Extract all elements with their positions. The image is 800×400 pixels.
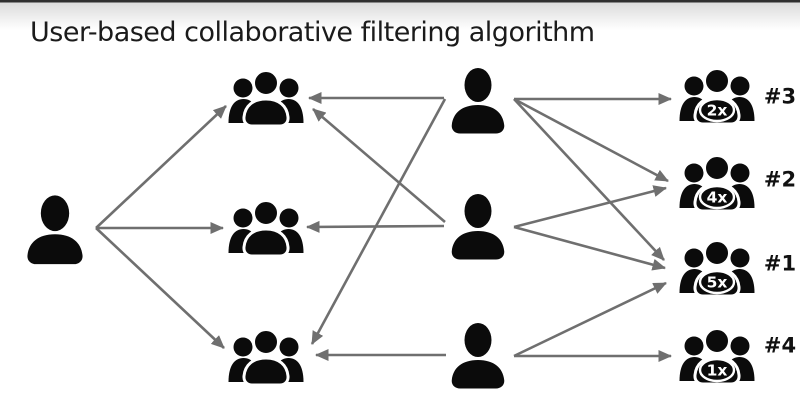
similarity-arrow: [513, 97, 669, 183]
recommended-group-3-group-icon: 5x: [679, 239, 755, 298]
similarity-arrow: [95, 227, 225, 349]
target-user-user-icon: [27, 195, 83, 265]
watch-count-label: 5x: [707, 274, 728, 292]
similarity-arrow: [95, 105, 227, 229]
watch-count-label: 4x: [707, 189, 728, 207]
similarity-arrow: [513, 281, 667, 358]
watch-count-label: 2x: [707, 102, 728, 120]
similarity-arrow: [312, 108, 446, 223]
page-title: User-based collaborative filtering algor…: [30, 17, 595, 48]
similar-user-middle-user-icon: [451, 194, 505, 260]
rank-label: #4: [764, 334, 796, 358]
recommended-group-1-group-icon: 2x: [679, 67, 755, 126]
arrow-layer: [95, 92, 672, 362]
rank-label: #3: [764, 85, 796, 109]
similarity-arrow: [513, 185, 667, 229]
similarity-arrow: [513, 225, 666, 271]
neighbor-group-top-group-icon: [228, 69, 304, 128]
neighbor-group-middle-group-icon: [228, 199, 304, 258]
neighbor-group-bottom-group-icon: [228, 328, 304, 387]
similar-user-top-user-icon: [451, 68, 505, 134]
similar-user-bottom-user-icon: [451, 323, 505, 389]
similarity-arrow: [513, 98, 665, 261]
watch-count-label: 1x: [707, 362, 728, 380]
recommended-group-2-group-icon: 4x: [679, 154, 755, 213]
rank-label: #2: [764, 168, 796, 192]
similarity-arrow: [310, 98, 447, 345]
similarity-arrow: [306, 220, 445, 233]
rank-label: #1: [764, 252, 796, 276]
recommended-group-4-group-icon: 1x: [679, 327, 755, 386]
